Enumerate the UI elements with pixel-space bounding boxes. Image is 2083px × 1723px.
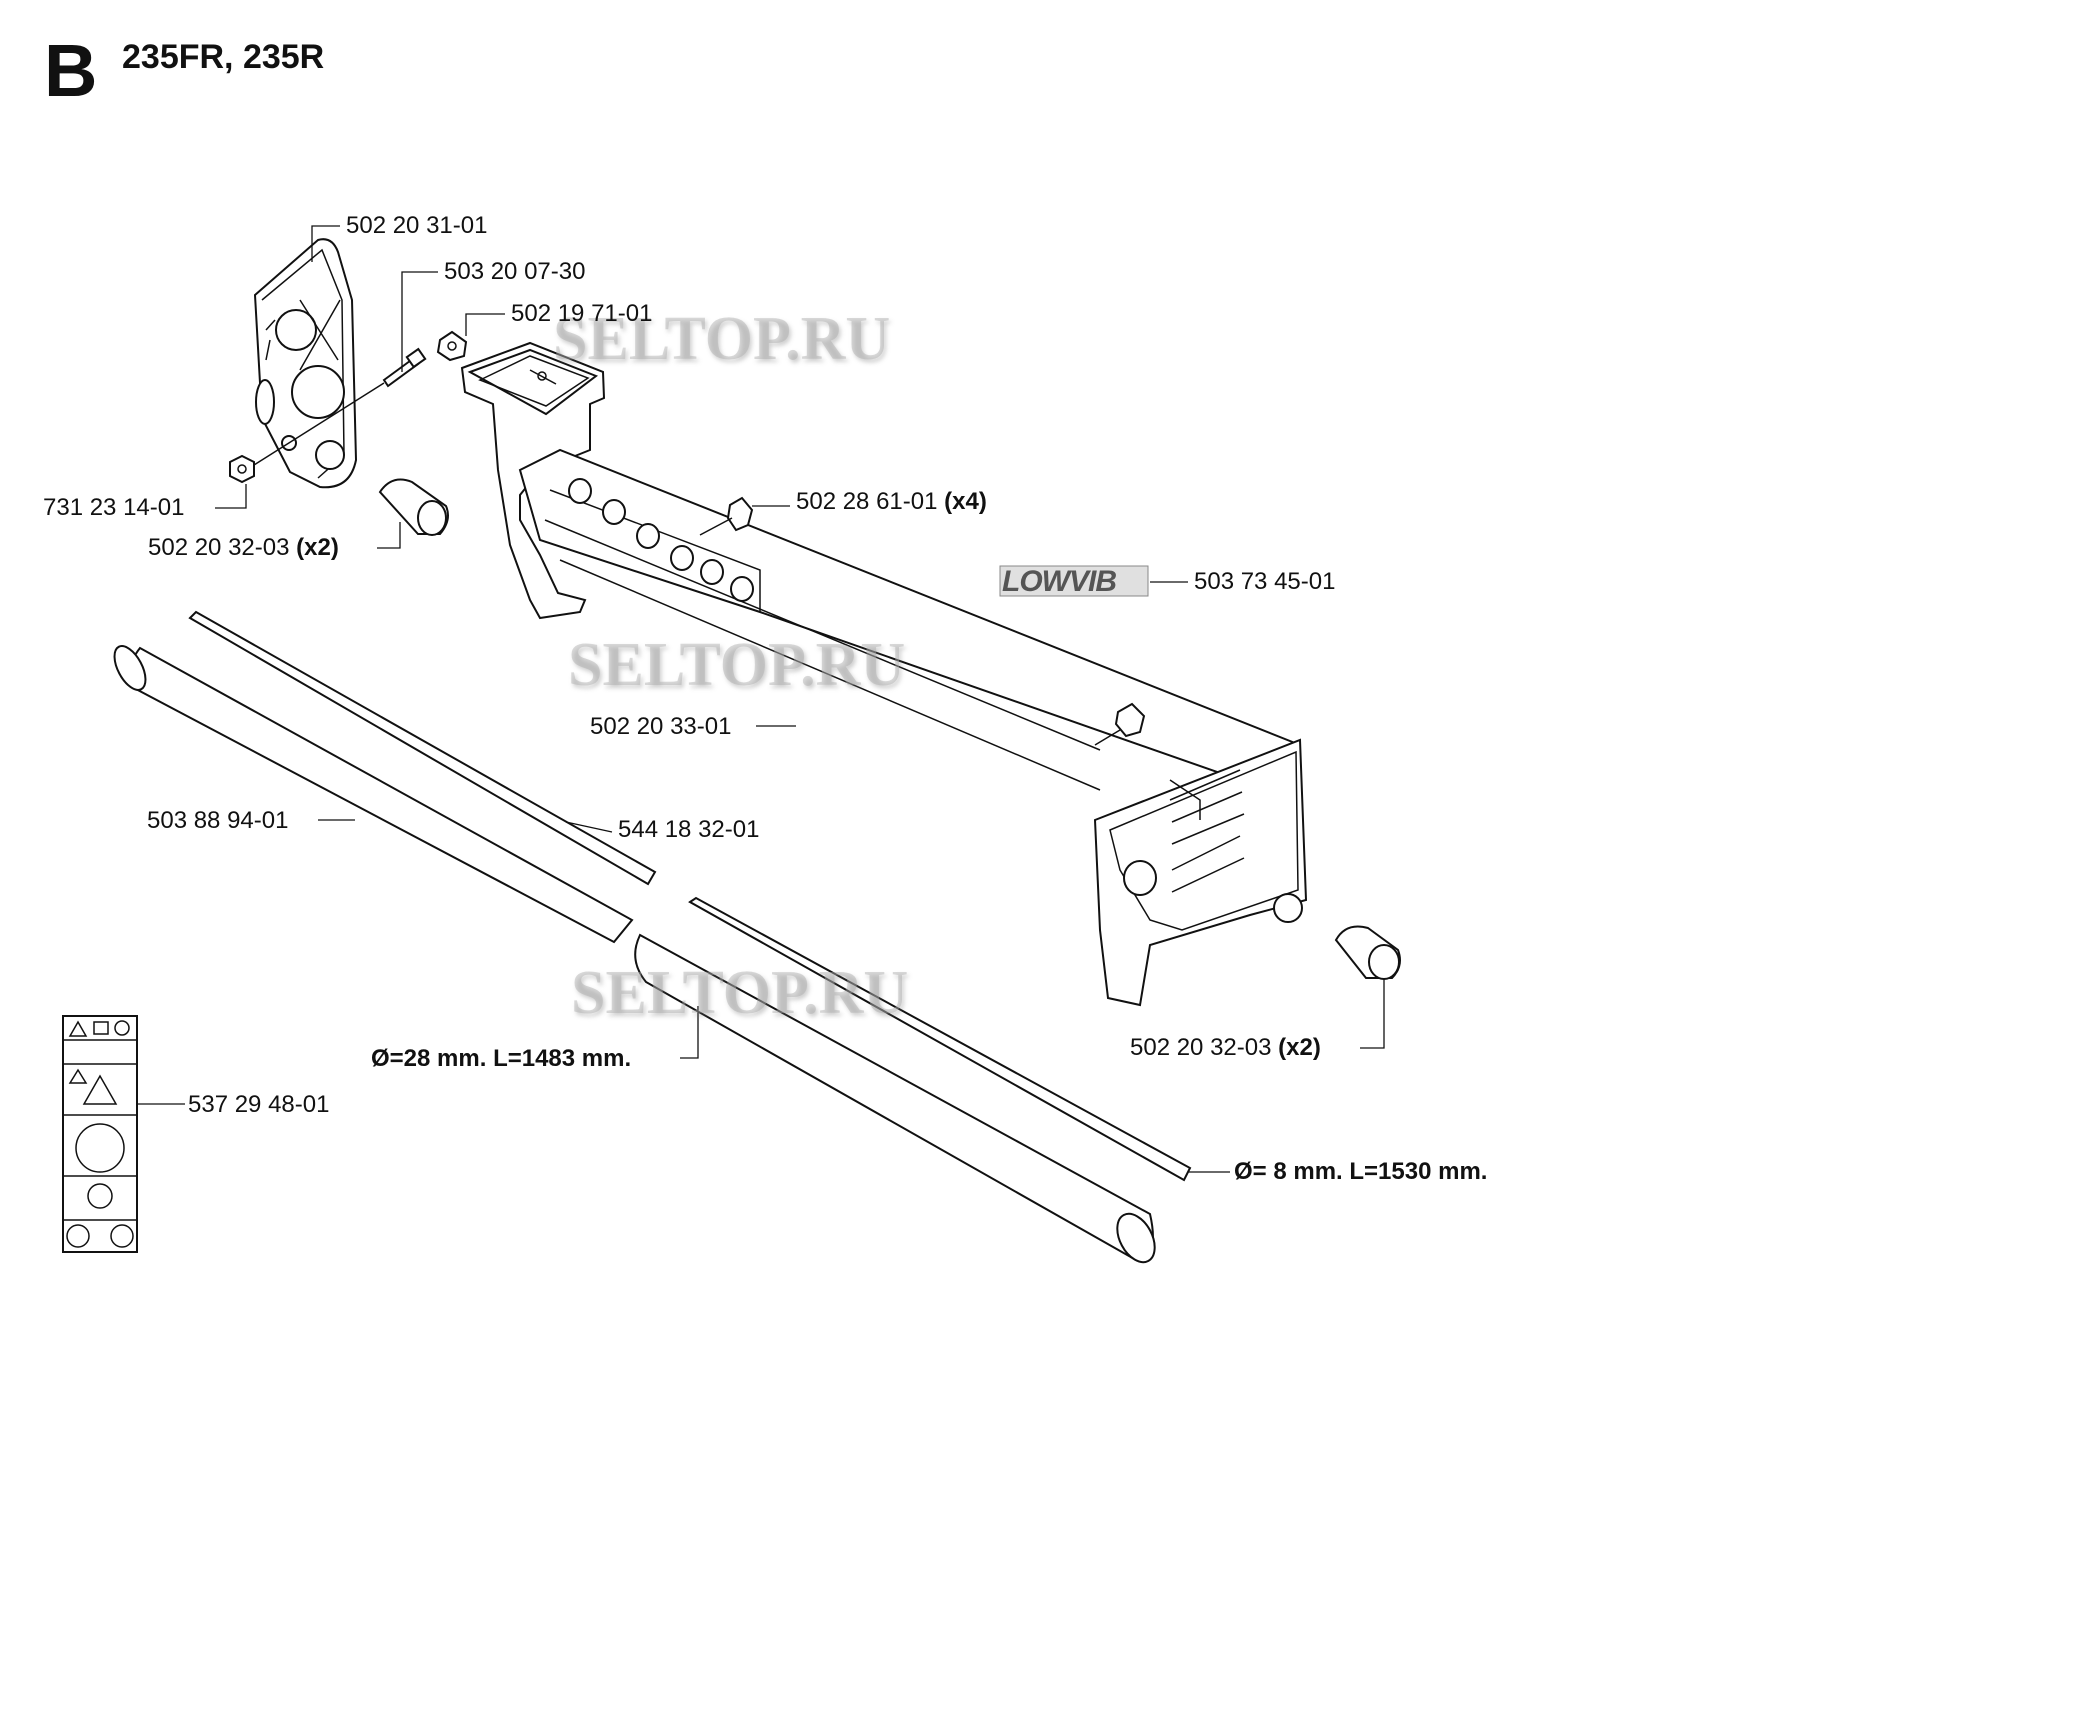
cable-clip-part — [699, 496, 754, 536]
tube-dimension-label: Ø=28 mm. L=1483 mm. — [371, 1045, 632, 1072]
part-label: 502 19 71-01 — [511, 300, 653, 327]
part-label: 502 28 61-01 (x4) — [796, 488, 987, 515]
main-handle-body-part — [460, 341, 1308, 1007]
part-label: 503 73 45-01 — [1194, 568, 1336, 595]
part-label: 502 20 32-03 (x2) — [1130, 1034, 1321, 1061]
part-label: 503 88 94-01 — [147, 807, 289, 834]
part-label: 537 29 48-01 — [188, 1091, 330, 1118]
watermark: SELTOP.RU — [553, 305, 891, 373]
part-label: 731 23 14-01 — [43, 494, 185, 521]
part-label: 544 18 32-01 — [618, 816, 760, 843]
shaft-dimension-label: Ø= 8 mm. L=1530 mm. — [1234, 1158, 1488, 1185]
square-nut-part — [436, 330, 468, 362]
rubber-cap-right — [1334, 925, 1401, 980]
lowvib-decal — [999, 565, 1149, 597]
leader-lines — [137, 225, 1385, 1173]
nut-part — [229, 454, 255, 484]
warning-decal — [62, 1015, 138, 1253]
part-label: 503 20 07-30 — [444, 258, 586, 285]
watermark: SELTOP.RU — [568, 631, 906, 699]
part-label: 502 20 33-01 — [590, 713, 732, 740]
exploded-view-drawing — [62, 225, 1401, 1264]
tube-part — [113, 645, 1156, 1264]
model-title: 235FR, 235R — [122, 38, 325, 76]
cable-clip-part-2 — [1094, 702, 1146, 746]
watermark: SELTOP.RU — [571, 959, 909, 1027]
lowvib-logo-text: LOWVIB — [1002, 565, 1117, 598]
handle-bracket-part — [253, 238, 358, 489]
part-label: 502 20 31-01 — [346, 212, 488, 239]
part-label: 502 20 32-03 (x2) — [148, 534, 339, 561]
rubber-cap-left — [378, 478, 449, 536]
drive-shaft-part — [188, 610, 1192, 1182]
parts-diagram-page: B 235FR, 235R — [43, 29, 1488, 1264]
bolt-part — [245, 347, 427, 471]
grip-holes — [568, 478, 754, 602]
section-letter: B — [44, 29, 97, 112]
